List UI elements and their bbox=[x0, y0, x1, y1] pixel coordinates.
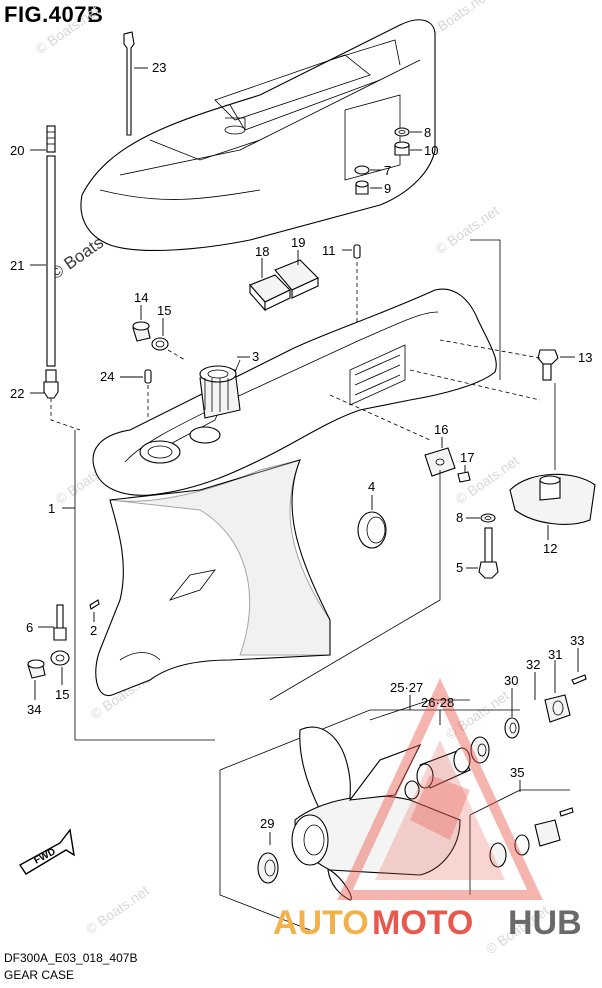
logo-text-hub: HUB bbox=[508, 904, 582, 942]
figure-title: FIG.407B bbox=[4, 2, 104, 27]
drain-plug-top bbox=[132, 305, 186, 361]
callout-label: 9 bbox=[384, 181, 391, 196]
fwd-arrow-icon: FWD bbox=[18, 828, 75, 875]
callout-label: 1 bbox=[48, 501, 55, 516]
thrust-spacer bbox=[257, 852, 279, 884]
callout-label: 21 bbox=[10, 258, 24, 273]
callout-label: 8 bbox=[424, 125, 431, 140]
nut-kit-box bbox=[469, 780, 574, 895]
callout-label: 4 bbox=[368, 479, 375, 494]
callout-label: 20 bbox=[10, 143, 24, 158]
small-hardware-top bbox=[354, 127, 422, 195]
callout-label: 15 bbox=[55, 687, 69, 702]
callout-label: 23 bbox=[152, 60, 166, 75]
callout-label: 34 bbox=[27, 702, 41, 717]
callout-label: 24 bbox=[100, 369, 114, 384]
bolt-left bbox=[38, 599, 100, 641]
callout-label: 22 bbox=[10, 386, 24, 401]
logo-text-auto: AUTO bbox=[273, 904, 369, 942]
callout-label: 30 bbox=[504, 673, 518, 688]
callout-label: 17 bbox=[460, 450, 474, 465]
watermark-text: © Boats.net bbox=[33, 2, 102, 57]
callout-label: 25·27 bbox=[390, 680, 423, 695]
callout-label: 35 bbox=[510, 765, 524, 780]
fwd-label: FWD bbox=[32, 846, 57, 866]
prop-bushing bbox=[369, 695, 471, 800]
gear-case bbox=[62, 288, 497, 696]
callout-label: 6 bbox=[26, 620, 33, 635]
prop-nut-set bbox=[470, 648, 587, 764]
logo-text-moto: MOTO bbox=[372, 904, 473, 942]
bolt-washer-mid bbox=[466, 513, 499, 579]
callout-label: 11 bbox=[322, 243, 336, 258]
callout-label: 13 bbox=[578, 350, 592, 365]
callout-label: 18 bbox=[255, 244, 269, 259]
callout-label: 2 bbox=[90, 623, 97, 638]
callout-label: 12 bbox=[543, 541, 557, 556]
trim-tab bbox=[509, 473, 596, 540]
shaft-assembly bbox=[30, 125, 81, 431]
watermark-text: © Boats.net bbox=[433, 202, 502, 257]
callout-label: 14 bbox=[134, 290, 148, 305]
assembly-outline bbox=[74, 239, 556, 741]
propeller bbox=[219, 709, 520, 931]
tie-strap bbox=[123, 31, 148, 136]
figure-code: DF300A_E03_018_407B bbox=[4, 951, 138, 965]
callout-label: 31 bbox=[548, 647, 562, 662]
callout-label: 7 bbox=[384, 163, 391, 178]
callout-label: 33 bbox=[570, 633, 584, 648]
watermark-text: © Boats.net bbox=[83, 882, 152, 937]
callout-label: 5 bbox=[456, 560, 463, 575]
bolt-side bbox=[439, 339, 575, 381]
callout-labels: 23 20 21 22 8 10 7 9 11 18 19 14 15 3 24… bbox=[10, 60, 592, 831]
pin bbox=[342, 244, 361, 330]
callout-label: 16 bbox=[434, 422, 448, 437]
callout-label: 32 bbox=[526, 657, 540, 672]
anodes bbox=[249, 250, 319, 312]
callout-label: 29 bbox=[260, 816, 274, 831]
callout-label: 19 bbox=[291, 235, 305, 250]
callout-label: 26·28 bbox=[421, 695, 454, 710]
callout-label: 10 bbox=[424, 143, 438, 158]
callout-label: 15 bbox=[157, 303, 171, 318]
dowel-pin bbox=[120, 369, 152, 420]
upper-cover bbox=[80, 19, 436, 251]
anode-small bbox=[424, 437, 471, 483]
callout-label: 3 bbox=[252, 349, 259, 364]
drain-plug-lower bbox=[27, 650, 70, 700]
seal-ring bbox=[357, 495, 387, 549]
automotohub-logo: AUTO MOTO HUB bbox=[273, 678, 582, 942]
figure-caption: GEAR CASE bbox=[4, 968, 75, 982]
callout-label: 8 bbox=[456, 510, 463, 525]
